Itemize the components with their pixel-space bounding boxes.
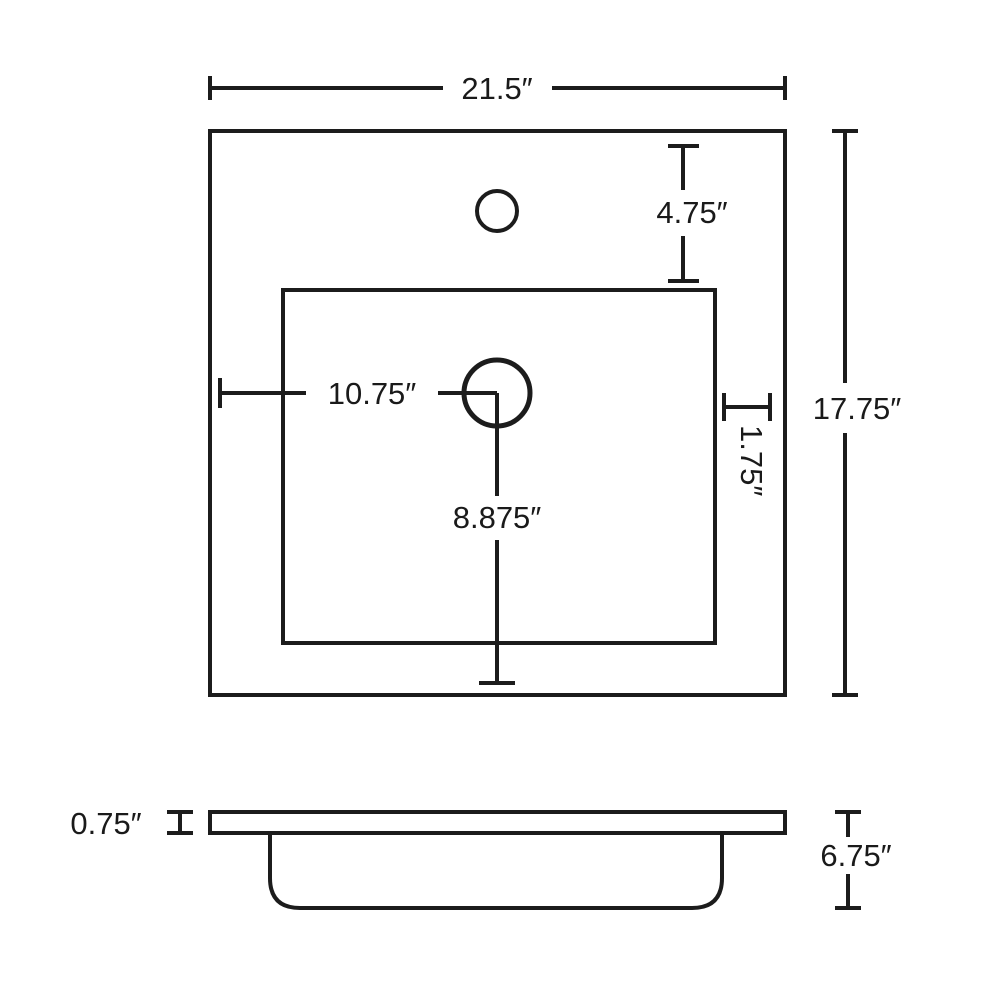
dim-deck-thickness: 0.75″ <box>70 806 193 841</box>
dim-label-drain-from-front: 8.875″ <box>453 500 542 535</box>
dim-overall-depth: 17.75″ <box>813 129 902 697</box>
dim-label-overall-width: 21.5″ <box>461 71 532 106</box>
dim-label-overall-depth: 17.75″ <box>813 391 902 426</box>
side-view <box>208 810 787 910</box>
dim-label-overall-height: 6.75″ <box>820 838 891 873</box>
dim-label-deck-thickness: 0.75″ <box>70 806 141 841</box>
dim-overall-width: 21.5″ <box>208 71 787 106</box>
faucet-hole <box>475 189 519 233</box>
dim-label-faucet-offset: 4.75″ <box>656 195 727 230</box>
dim-faucet-offset: 4.75″ <box>656 144 728 283</box>
dim-drain-from-left: 10.75″ <box>218 376 497 411</box>
dim-label-drain-from-left: 10.75″ <box>328 376 417 411</box>
deck-outline-side-view <box>208 810 787 835</box>
sink-outline-top-view <box>208 129 787 697</box>
dim-label-rim-gap: 1.75″ <box>734 425 769 496</box>
dim-overall-height: 6.75″ <box>820 810 892 910</box>
dim-rim-gap: 1.75″ <box>722 393 772 496</box>
dim-drain-from-front: 8.875″ <box>453 393 542 685</box>
basin-outline-side-view <box>268 833 724 910</box>
